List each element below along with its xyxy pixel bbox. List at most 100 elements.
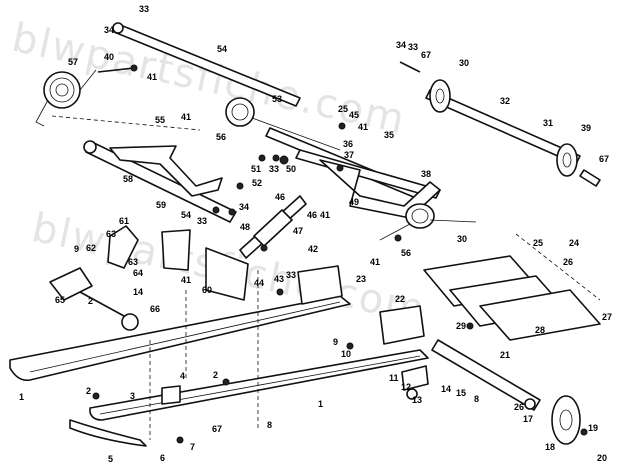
callout-50: 50 (286, 164, 296, 174)
callout-64: 64 (133, 268, 143, 278)
front-arm-bracket (49, 225, 139, 331)
callout-34: 34 (239, 202, 249, 212)
callout-23: 23 (356, 274, 366, 284)
callout-25: 25 (533, 238, 543, 248)
callout-41: 41 (181, 275, 191, 285)
callout-51: 51 (251, 164, 261, 174)
callout-26: 26 (563, 257, 573, 267)
slide-plates (423, 233, 601, 341)
callout-37: 37 (344, 150, 354, 160)
callout-6: 6 (160, 453, 165, 463)
callout-33: 33 (286, 270, 296, 280)
torsion-spring-right (379, 203, 477, 241)
callout-67: 67 (212, 424, 222, 434)
callout-62: 62 (86, 243, 96, 253)
callout-3: 3 (130, 391, 135, 401)
callout-18: 18 (545, 442, 555, 452)
callout-33: 33 (139, 4, 149, 14)
torsion-spring-mid (225, 97, 341, 151)
bolt-40 (97, 64, 138, 73)
rear-rail-mount-right (379, 305, 425, 345)
callout-55: 55 (155, 115, 165, 125)
callout-17: 17 (523, 414, 533, 424)
callout-48: 48 (240, 222, 250, 232)
callout-12: 12 (401, 382, 411, 392)
callout-33: 33 (197, 216, 207, 226)
callout-41: 41 (147, 72, 157, 82)
callout-10: 10 (341, 349, 351, 359)
callout-53: 53 (272, 94, 282, 104)
callout-36: 36 (343, 139, 353, 149)
rear-arm-frame (319, 159, 441, 219)
callout-60: 60 (202, 285, 212, 295)
callout-40: 40 (104, 52, 114, 62)
block-4 (161, 385, 181, 405)
callout-45: 45 (349, 110, 359, 120)
callout-9: 9 (74, 244, 79, 254)
callout-41: 41 (358, 122, 368, 132)
callout-41: 41 (181, 112, 191, 122)
callout-5: 5 (108, 454, 113, 464)
callout-65: 65 (55, 295, 65, 305)
callout-29: 29 (456, 321, 466, 331)
callout-8: 8 (474, 394, 479, 404)
left-slide-rail (9, 295, 351, 382)
track-adjuster (401, 365, 429, 400)
callout-28: 28 (535, 325, 545, 335)
callout-47: 47 (293, 226, 303, 236)
callout-58: 58 (123, 174, 133, 184)
callout-22: 22 (395, 294, 405, 304)
callout-39: 39 (581, 123, 591, 133)
callout-30: 30 (459, 58, 469, 68)
torsion-spring-left (35, 69, 97, 127)
callout-1: 1 (318, 399, 323, 409)
hardware (92, 122, 588, 444)
callout-61: 61 (119, 216, 129, 226)
callout-21: 21 (500, 350, 510, 360)
callout-54: 54 (217, 44, 227, 54)
callout-57: 57 (68, 57, 78, 67)
callout-25: 25 (338, 104, 348, 114)
callout-14: 14 (441, 384, 451, 394)
callout-9: 9 (333, 337, 338, 347)
callout-31: 31 (543, 118, 553, 128)
callout-8: 8 (267, 420, 272, 430)
callout-4: 4 (180, 371, 185, 381)
shock-absorber (239, 195, 307, 259)
callout-63: 63 (106, 229, 116, 239)
callout-1: 1 (19, 392, 24, 402)
callout-33: 33 (269, 164, 279, 174)
callout-56: 56 (216, 132, 226, 142)
callout-46: 46 (307, 210, 317, 220)
right-slide-rail (89, 349, 429, 421)
callout-33: 33 (408, 42, 418, 52)
upper-idler-axle (399, 61, 601, 187)
callout-67: 67 (599, 154, 609, 164)
callout-66: 66 (150, 304, 160, 314)
ref-line-1 (51, 115, 201, 131)
callout-2: 2 (213, 370, 218, 380)
callout-27: 27 (602, 312, 612, 322)
callout-34: 34 (396, 40, 406, 50)
callout-34: 34 (104, 25, 114, 35)
rear-rail-mount-left (297, 265, 343, 305)
callout-14: 14 (133, 287, 143, 297)
front-arm (109, 145, 223, 197)
wear-strip (69, 419, 147, 447)
callout-56: 56 (401, 248, 411, 258)
callout-7: 7 (190, 442, 195, 452)
callout-59: 59 (156, 200, 166, 210)
callout-2: 2 (88, 296, 93, 306)
rear-arm-tube (265, 127, 441, 199)
callout-32: 32 (500, 96, 510, 106)
callout-52: 52 (252, 178, 262, 188)
callout-24: 24 (569, 238, 579, 248)
callout-41: 41 (370, 257, 380, 267)
callout-38: 38 (421, 169, 431, 179)
rear-shaft (112, 22, 301, 107)
lower-idler-axle (431, 339, 581, 445)
callout-41: 41 (320, 210, 330, 220)
callout-67: 67 (421, 50, 431, 60)
